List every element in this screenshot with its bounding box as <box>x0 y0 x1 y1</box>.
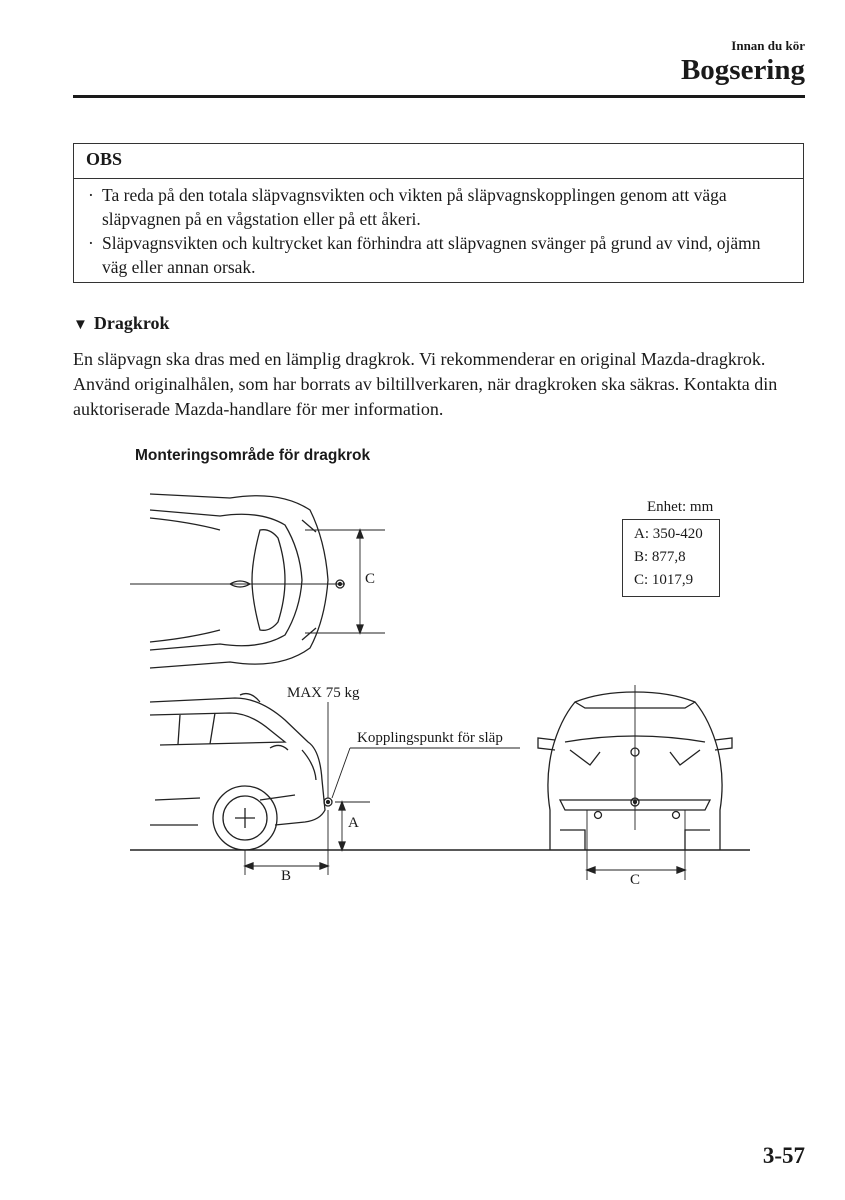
note-list: Ta reda på den totala släpvagnsvikten oc… <box>74 179 803 279</box>
figure-caption: Monteringsområde för dragkrok <box>135 447 371 464</box>
coupling-point-label: Kopplingspunkt för släp <box>357 730 503 746</box>
note-box: OBS Ta reda på den totala släpvagnsvikte… <box>73 143 804 283</box>
units-row: B: 877,8 <box>634 549 686 565</box>
dimension-label-c-rear: C <box>630 872 641 888</box>
dimension-label-c-top: C <box>365 571 376 587</box>
units-row: C: 1017,9 <box>634 572 694 588</box>
units-table: A: 350-420 B: 877,8 C: 1017,9 <box>622 519 720 597</box>
section-heading: ▼ Dragkrok <box>73 313 170 334</box>
note-heading: OBS <box>74 144 803 179</box>
triangle-marker-icon: ▼ <box>73 317 88 333</box>
header-rule <box>73 95 805 98</box>
section-label: Innan du kör <box>731 38 805 53</box>
note-item: Släpvagnsvikten och kultrycket kan förhi… <box>88 231 789 279</box>
max-load-label: MAX 75 kg <box>287 685 360 701</box>
section-body: En släpvagn ska dras med en lämplig drag… <box>73 349 778 419</box>
page-number: 3-57 <box>762 1143 805 1168</box>
dimension-label-b: B <box>281 868 292 884</box>
car-side-view <box>149 692 326 826</box>
dimension-label-a: A <box>348 815 359 831</box>
car-top-view <box>149 493 329 669</box>
units-title: Enhet: mm <box>647 499 714 515</box>
tow-hitch-diagram: C MAX 75 kg Kopplingspunkt för släp A B … <box>120 480 760 900</box>
page-title: Bogsering <box>680 54 805 86</box>
diagram-drawing <box>130 493 750 880</box>
note-item: Ta reda på den totala släpvagnsvikten oc… <box>88 183 789 231</box>
units-row: A: 350-420 <box>634 526 703 542</box>
section-heading-text: Dragkrok <box>93 313 170 333</box>
